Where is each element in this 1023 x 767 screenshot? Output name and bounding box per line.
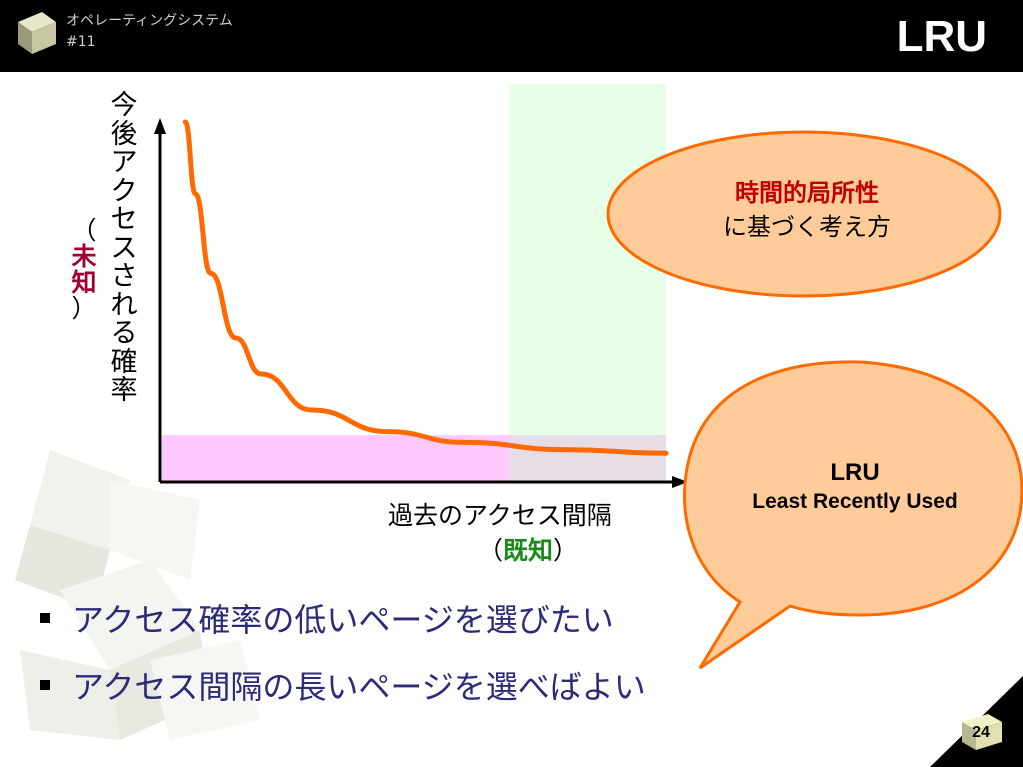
bullet-square-icon [40, 613, 50, 623]
decorative-cubes [15, 450, 260, 740]
y-axis-note: （ 未 知 ） [66, 218, 102, 322]
bullet-item-2: アクセス間隔の長いページを選べばよい [40, 667, 646, 707]
page-cube-icon [962, 714, 1002, 750]
y-axis-label: 今後アクセスされる確率 [104, 90, 144, 406]
locality-bubble [606, 130, 1002, 298]
lru-bubble-text: LRU Least Recently Used [690, 458, 1020, 516]
bullet-text-2: アクセス間隔の長いページを選べばよい [72, 668, 646, 706]
based-idea-label: に基づく考え方 [723, 213, 891, 241]
y-label-char: ス [110, 232, 138, 264]
x-note-emph: 既知 [503, 536, 554, 565]
temporal-locality-label: 時間的局所性 [735, 179, 879, 207]
overlap-band [509, 435, 666, 482]
y-label-char: る [110, 318, 138, 349]
y-note-open: （ [71, 216, 97, 245]
bullet-square-icon [40, 680, 50, 690]
y-label-char: 今 [110, 90, 138, 121]
lru-abbrev: LRU [830, 459, 880, 486]
locality-bubble-text: 時間的局所性 に基づく考え方 [612, 176, 1002, 244]
cube-logo-icon [18, 12, 56, 54]
x-note-close: ） [553, 536, 579, 565]
y-label-char: ク [110, 175, 138, 207]
page-number: 24 [972, 724, 990, 741]
bullet-item-1: アクセス確率の低いページを選びたい [40, 600, 614, 640]
x-axis-label: 過去のアクセス間隔 [388, 501, 612, 530]
header-bar: オペレーティングシステム #11 LRU [0, 0, 1023, 72]
long-interval-band [509, 84, 666, 482]
probability-curve [182, 119, 669, 456]
y-note-emph-1: 未 [71, 242, 97, 271]
lecture-number: #11 [66, 34, 96, 50]
y-axis-arrow [154, 118, 166, 134]
lru-callout-bubble [683, 360, 1023, 670]
course-title: オペレーティングシステム [66, 13, 233, 29]
y-label-char: れ [110, 289, 138, 321]
y-label-char: 後 [110, 118, 138, 150]
bullet-text-1: アクセス確率の低いページを選びたい [72, 601, 614, 639]
lru-fullname: Least Recently Used [752, 490, 958, 513]
y-label-char: さ [110, 261, 138, 292]
y-label-char: 確 [110, 346, 138, 378]
x-note-open: （ [478, 536, 504, 565]
y-note-close: ） [71, 294, 97, 323]
y-note-emph-2: 知 [71, 268, 97, 297]
x-axis-note: （既知） [478, 535, 578, 567]
y-label-char: 率 [110, 375, 138, 406]
y-label-char: ア [110, 147, 138, 178]
y-label-char: セ [110, 204, 138, 235]
x-axis-arrow [672, 476, 688, 488]
slide-title: LRU [896, 12, 987, 61]
probability-chart [154, 84, 688, 488]
